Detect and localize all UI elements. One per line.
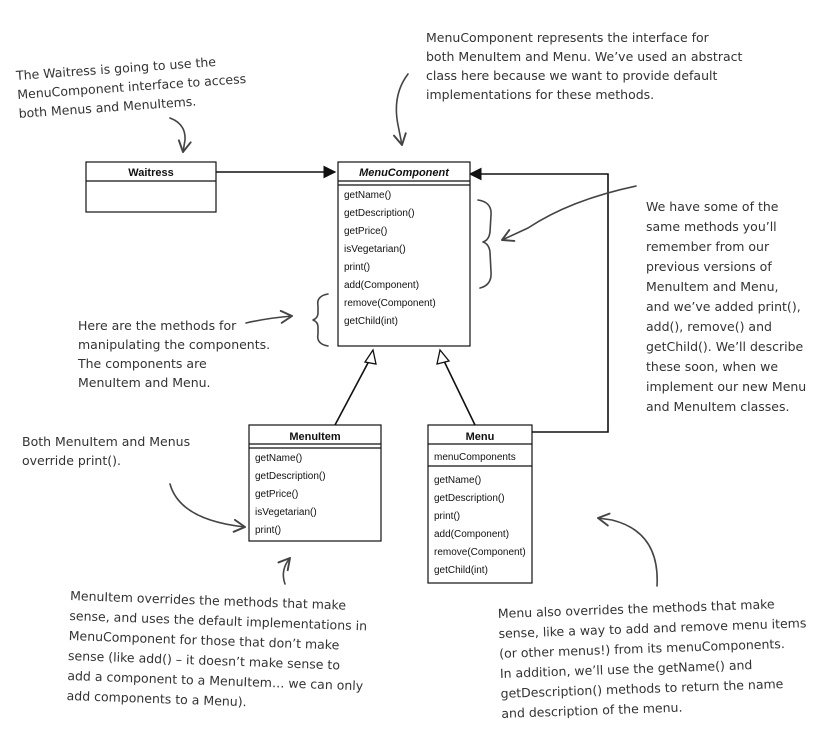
menuitem-inheritance-line bbox=[334, 360, 370, 426]
same-methods-note-line: add(), remove() and bbox=[646, 319, 772, 334]
right-methods-brace bbox=[477, 199, 492, 289]
menucomponent-method: add(Component) bbox=[344, 280, 419, 291]
menucomponent-class: MenuComponent getName() getDescription()… bbox=[337, 161, 471, 347]
menucomponent-note-line: implementations for these methods. bbox=[426, 87, 654, 102]
menuitem-method: print() bbox=[255, 525, 281, 536]
menu-method: add(Component) bbox=[434, 529, 509, 540]
menuitem-note-line: add components to a Menu). bbox=[66, 688, 246, 709]
menu-inheritance-triangle bbox=[436, 348, 451, 365]
override-note-line: Both MenuItem and Menus bbox=[22, 434, 190, 449]
waitress-note-arrow bbox=[169, 117, 192, 153]
same-methods-note-line: these soon, when we bbox=[646, 359, 778, 374]
waitress-annotation: The Waitress is going to use the MenuCom… bbox=[15, 54, 247, 121]
menuitem-method: isVegetarian() bbox=[255, 507, 317, 518]
menu-note-line: getDescription() methods to return the n… bbox=[500, 676, 784, 701]
menu-to-menucomponent-arrow bbox=[468, 167, 609, 433]
menuitem-annotation: MenuItem overrides the methods that make… bbox=[66, 588, 367, 709]
same-methods-note-line: remember from our bbox=[646, 239, 770, 254]
menu-note-line: and description of the menu. bbox=[501, 700, 683, 721]
same-methods-note-line: getChild(). We’ll describe bbox=[646, 339, 804, 354]
menuitem-method: getDescription() bbox=[255, 471, 326, 482]
manipulating-annotation: Here are the methods for manipulating th… bbox=[77, 318, 270, 390]
menuitem-class: MenuItem getName() getDescription() getP… bbox=[248, 424, 382, 542]
manipulating-note-arrow bbox=[245, 309, 293, 324]
menucomponent-class-name: MenuComponent bbox=[359, 167, 450, 179]
menuitem-inheritance-triangle bbox=[363, 348, 377, 365]
menu-inheritance-line bbox=[443, 360, 476, 426]
menu-class-name: Menu bbox=[466, 431, 495, 443]
menu-note-arrow bbox=[597, 512, 658, 587]
menucomponent-note-line: MenuComponent represents the interface f… bbox=[426, 30, 710, 45]
menuitem-method: getName() bbox=[255, 453, 302, 464]
same-methods-note-line: MenuItem and Menu, bbox=[646, 279, 779, 294]
override-note-arrow bbox=[169, 483, 246, 533]
menu-method: remove(Component) bbox=[434, 547, 526, 558]
manipulating-note-line: Here are the methods for bbox=[78, 318, 237, 333]
menucomponent-method: isVegetarian() bbox=[344, 244, 406, 255]
same-methods-annotation: We have some of the same methods you’ll … bbox=[646, 199, 806, 414]
menucomponent-method: remove(Component) bbox=[344, 298, 436, 309]
menu-method: getName() bbox=[434, 475, 481, 486]
left-methods-brace bbox=[312, 293, 329, 347]
same-methods-note-line: same methods you’ll bbox=[646, 219, 777, 234]
menucomponent-note-line: class here because we want to provide de… bbox=[426, 68, 717, 83]
menuitem-method: getPrice() bbox=[255, 489, 298, 500]
menucomponent-note-line: both MenuItem and Menu. We’ve used an ab… bbox=[426, 49, 743, 64]
menu-method: print() bbox=[434, 511, 460, 522]
manipulating-note-line: The components are bbox=[77, 356, 207, 371]
menucomponent-method: getChild(int) bbox=[344, 316, 398, 327]
same-methods-note-line: previous versions of bbox=[646, 259, 772, 274]
menu-method: getChild(int) bbox=[434, 565, 488, 576]
menu-attribute: menuComponents bbox=[434, 452, 516, 463]
menucomponent-method: print() bbox=[344, 262, 370, 273]
menu-method: getDescription() bbox=[434, 493, 505, 504]
menucomponent-note-arrow bbox=[393, 73, 409, 146]
same-methods-note-line: and MenuItem classes. bbox=[646, 399, 789, 414]
same-methods-note-arrow bbox=[501, 185, 637, 242]
waitress-class: Waitress bbox=[85, 161, 217, 213]
same-methods-note-line: implement our new Menu bbox=[646, 379, 806, 394]
menuitem-note-arrow bbox=[277, 557, 291, 585]
menucomponent-method: getPrice() bbox=[344, 226, 387, 237]
manipulating-note-line: MenuItem and Menu. bbox=[78, 375, 211, 390]
menucomponent-annotation: MenuComponent represents the interface f… bbox=[426, 30, 743, 102]
same-methods-note-line: and we’ve added print(), bbox=[646, 299, 801, 314]
override-annotation: Both MenuItem and Menus override print()… bbox=[22, 434, 190, 468]
menuitem-class-name: MenuItem bbox=[289, 431, 341, 443]
same-methods-note-line: We have some of the bbox=[646, 199, 779, 214]
override-note-line: override print(). bbox=[22, 453, 121, 468]
menucomponent-method: getName() bbox=[344, 190, 391, 201]
menucomponent-method: getDescription() bbox=[344, 208, 415, 219]
waitress-class-name: Waitress bbox=[128, 167, 173, 179]
menu-annotation: Menu also overrides the methods that mak… bbox=[498, 596, 807, 721]
menu-class: Menu menuComponents getName() getDescrip… bbox=[427, 424, 533, 584]
menu-note-line: In addition, we’ll use the getName() and bbox=[500, 657, 753, 681]
manipulating-note-line: manipulating the components. bbox=[78, 337, 270, 352]
